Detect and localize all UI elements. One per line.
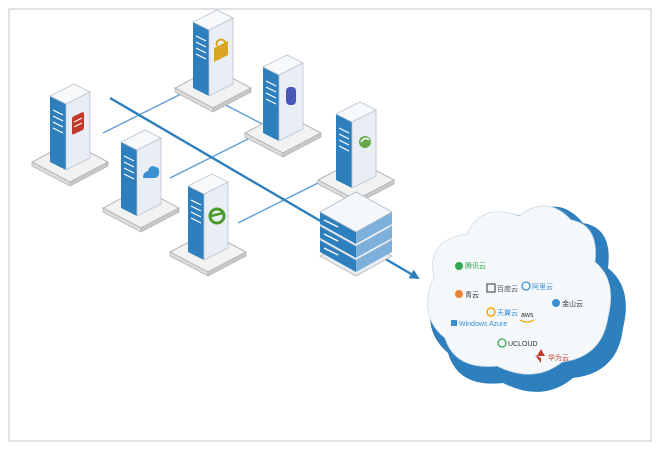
migration-diagram: 腾讯云 百度云 阿里云 青云 天翼云 金山云 Windows Azure aws — [8, 8, 652, 442]
kingsoft-cloud-logo: 金山云 — [552, 299, 583, 308]
aws-logo: aws — [519, 312, 535, 323]
vendor-logos: 腾讯云 百度云 阿里云 青云 天翼云 金山云 Windows Azure aws — [451, 261, 583, 363]
baidu-cloud-logo: 百度云 — [486, 283, 518, 293]
azure-logo: Windows Azure — [451, 320, 507, 328]
server-3 — [102, 129, 180, 233]
vendor-tianyi: 天翼云 — [497, 309, 518, 317]
cloud-icon — [143, 166, 160, 178]
vendor-aliyun: 阿里云 — [532, 282, 553, 291]
diagram-frame: 腾讯云 百度云 阿里云 青云 天翼云 金山云 Windows Azure aws — [8, 8, 652, 442]
ie-browser-icon — [208, 207, 226, 225]
database-icon — [286, 87, 296, 105]
server-2 — [174, 9, 252, 113]
server-6 — [317, 101, 395, 205]
refresh-icon — [359, 136, 371, 148]
scroll-icon — [72, 112, 84, 135]
vendor-qingyun: 青云 — [465, 290, 479, 299]
server-5 — [169, 173, 247, 277]
vendor-baidu: 百度云 — [497, 284, 518, 293]
cloud — [427, 205, 626, 392]
aliyun-logo: 阿里云 — [521, 281, 553, 291]
vendor-azure: Windows Azure — [459, 321, 507, 328]
server-1 — [31, 83, 109, 187]
vendor-aws: aws — [521, 312, 534, 319]
ucloud-logo: UCLOUD — [497, 338, 538, 348]
lock-icon — [214, 38, 228, 62]
server-4 — [244, 54, 322, 158]
vendor-tencent: 腾讯云 — [465, 261, 486, 270]
rack-server — [319, 191, 393, 277]
huawei-cloud-logo: 华为云 — [535, 349, 569, 363]
vendor-ucloud: UCLOUD — [508, 341, 538, 348]
vendor-kingsoft: 金山云 — [562, 299, 583, 308]
tencent-cloud-logo: 腾讯云 — [455, 261, 486, 270]
tianyi-cloud-logo: 天翼云 — [486, 307, 518, 317]
qingyun-logo: 青云 — [455, 290, 479, 299]
vendor-huawei: 华为云 — [548, 353, 569, 362]
